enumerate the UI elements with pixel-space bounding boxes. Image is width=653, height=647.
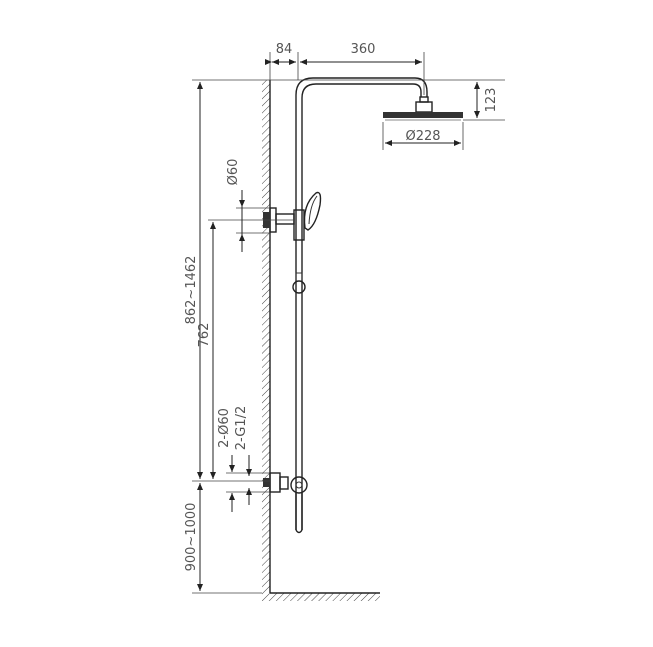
dim-wall-to-pipe: 84 xyxy=(276,42,293,57)
dim-bracket-diameter: Ø60 xyxy=(226,159,241,186)
hand-shower xyxy=(303,191,322,231)
wall xyxy=(262,80,271,593)
shower-riser-pipe xyxy=(295,77,428,530)
slider xyxy=(292,272,306,294)
dimension-lines xyxy=(197,59,480,591)
dim-arm-length: 360 xyxy=(351,42,376,57)
dim-inlet-thread: 2-G1/2 xyxy=(234,406,249,450)
dim-inlet-cover: 2-Ø60 xyxy=(217,408,232,448)
dim-head-diameter: Ø228 xyxy=(405,129,440,144)
dim-bracket-to-inlet: 762 xyxy=(197,323,212,348)
dim-head-height: 123 xyxy=(484,88,499,113)
mixing-valve xyxy=(263,472,308,534)
dim-inlet-height: 900~1000 xyxy=(184,503,199,572)
rain-shower-head xyxy=(383,96,463,121)
extension-lines xyxy=(192,52,505,594)
dim-total-height: 862~1462 xyxy=(184,256,199,325)
floor xyxy=(262,592,380,601)
